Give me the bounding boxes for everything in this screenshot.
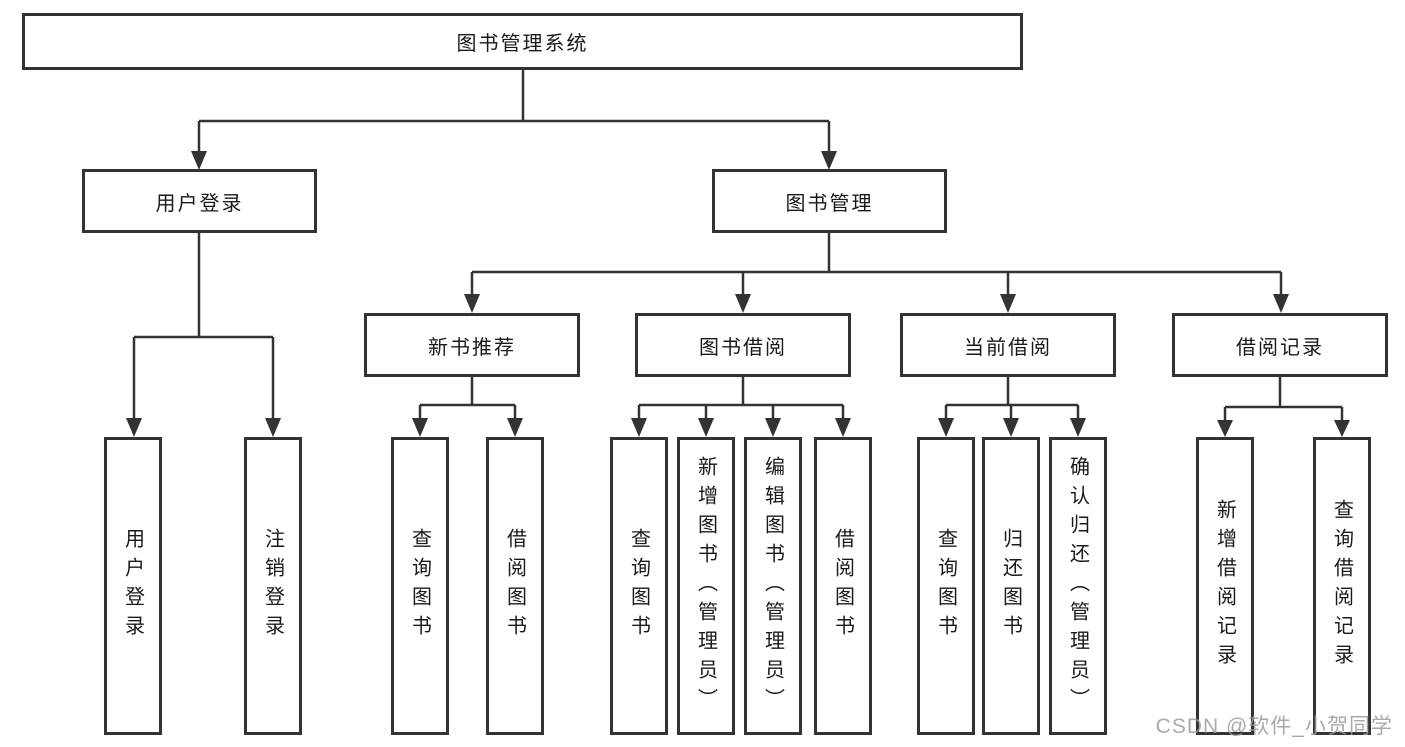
node-leaf-borrow-books-recommend: 借阅图书 [486,437,544,735]
connector-root-to-level2 [191,70,837,170]
connector-book-management-to-level3 [464,233,1289,313]
node-leaf-logout: 注销登录 [244,437,302,735]
connector-borrowing-records-to-leaves [1217,377,1350,437]
node-leaf-add-borrow-record: 新增借阅记录 [1196,437,1254,735]
connector-book-borrowing-to-leaves [631,377,851,437]
node-library-management-system: 图书管理系统 [22,13,1023,70]
node-borrowing-records: 借阅记录 [1172,313,1388,377]
node-leaf-query-books-current: 查询图书 [917,437,975,735]
arrow-down-icon [412,418,428,437]
node-book-borrowing: 图书借阅 [635,313,851,377]
arrow-down-icon [1000,294,1016,313]
arrow-down-icon [1273,294,1289,313]
arrow-down-icon [835,418,851,437]
arrow-down-icon [1070,418,1086,437]
node-new-book-recommendation: 新书推荐 [364,313,580,377]
node-leaf-query-books-borrowing: 查询图书 [610,437,668,735]
arrow-down-icon [765,418,781,437]
node-leaf-confirm-return-admin: 确认归还（管理员） [1049,437,1107,735]
arrow-down-icon [698,418,714,437]
node-leaf-return-books: 归还图书 [982,437,1040,735]
arrow-down-icon [464,294,480,313]
csdn-watermark: CSDN @软件_小贺同学 [1155,715,1393,738]
arrow-down-icon [1334,420,1350,437]
node-leaf-edit-books-admin: 编辑图书（管理员） [744,437,802,735]
arrow-down-icon [938,418,954,437]
arrow-down-icon [631,418,647,437]
connector-current-borrowing-to-leaves [938,377,1086,437]
node-leaf-borrow-books-borrowing: 借阅图书 [814,437,872,735]
arrow-down-icon [191,151,207,170]
arrow-down-icon [507,418,523,437]
arrow-down-icon [821,151,837,170]
arrow-down-icon [126,418,142,437]
arrow-down-icon [1217,420,1233,437]
node-leaf-add-books-admin: 新增图书（管理员） [677,437,735,735]
node-leaf-query-borrow-record: 查询借阅记录 [1313,437,1371,735]
arrow-down-icon [735,294,751,313]
arrow-down-icon [1003,418,1019,437]
node-leaf-user-login: 用户登录 [104,437,162,735]
connector-user-login-to-leaves [126,233,281,437]
arrow-down-icon [265,418,281,437]
node-user-login: 用户登录 [82,169,317,233]
node-current-borrowing: 当前借阅 [900,313,1116,377]
node-book-management: 图书管理 [712,169,947,233]
node-leaf-query-books-recommend: 查询图书 [391,437,449,735]
connector-new-book-to-leaves [412,377,523,437]
